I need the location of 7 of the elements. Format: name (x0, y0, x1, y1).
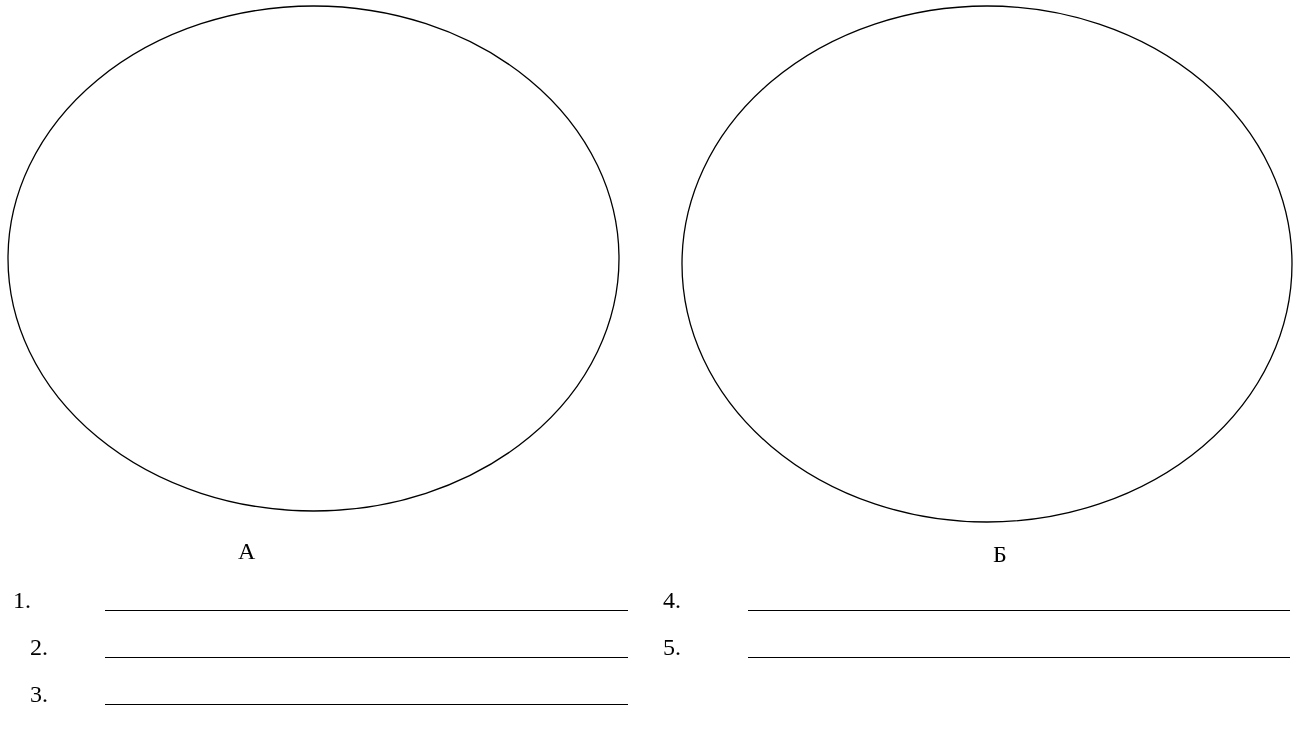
item-number: 3. (30, 680, 48, 708)
item-number: 5. (663, 633, 681, 661)
item-number: 1. (13, 586, 31, 614)
item-number: 4. (663, 586, 681, 614)
ellipse-caption: Б (993, 540, 1007, 568)
item-number: 2. (30, 633, 48, 661)
ellipse-caption: А (238, 537, 256, 565)
